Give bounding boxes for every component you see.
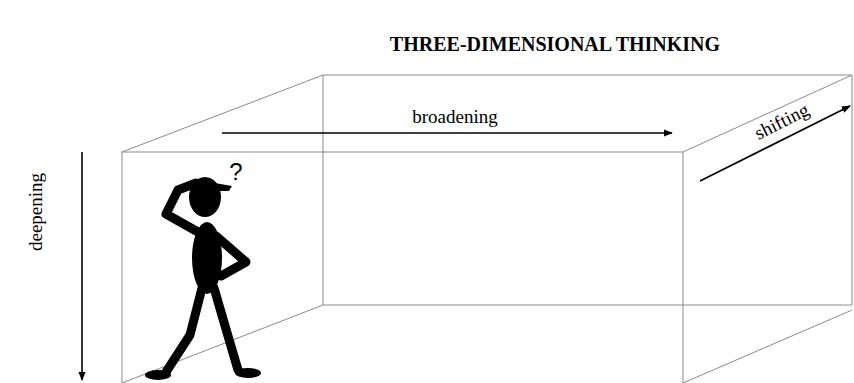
- box-edge: [852, 75, 853, 305]
- left-foot: [145, 370, 171, 380]
- right-foot: [235, 368, 261, 378]
- direction-label: shifting: [749, 98, 816, 145]
- raised-arm: [166, 183, 198, 232]
- direction-label: deepening: [26, 170, 47, 254]
- broadening-arrow: [222, 132, 672, 134]
- box-edge: [683, 75, 852, 152]
- right-leg: [214, 288, 238, 370]
- left-leg: [166, 288, 202, 372]
- box-edge: [323, 305, 852, 306]
- stick-figure: [145, 177, 261, 380]
- question-mark: ?: [226, 159, 245, 185]
- wireframe-box: [122, 75, 852, 383]
- box-edge: [323, 75, 852, 76]
- hip-arm: [216, 236, 246, 276]
- direction-label: broadening: [409, 107, 500, 128]
- box-edge: [122, 75, 323, 152]
- front-face: [122, 152, 683, 383]
- deepening-arrow: [81, 152, 83, 380]
- box-edge: [323, 75, 324, 305]
- box-edge: [683, 310, 852, 383]
- diagram-title: THREE-DIMENSIONAL THINKING: [387, 33, 723, 55]
- cap-brim: [203, 181, 232, 191]
